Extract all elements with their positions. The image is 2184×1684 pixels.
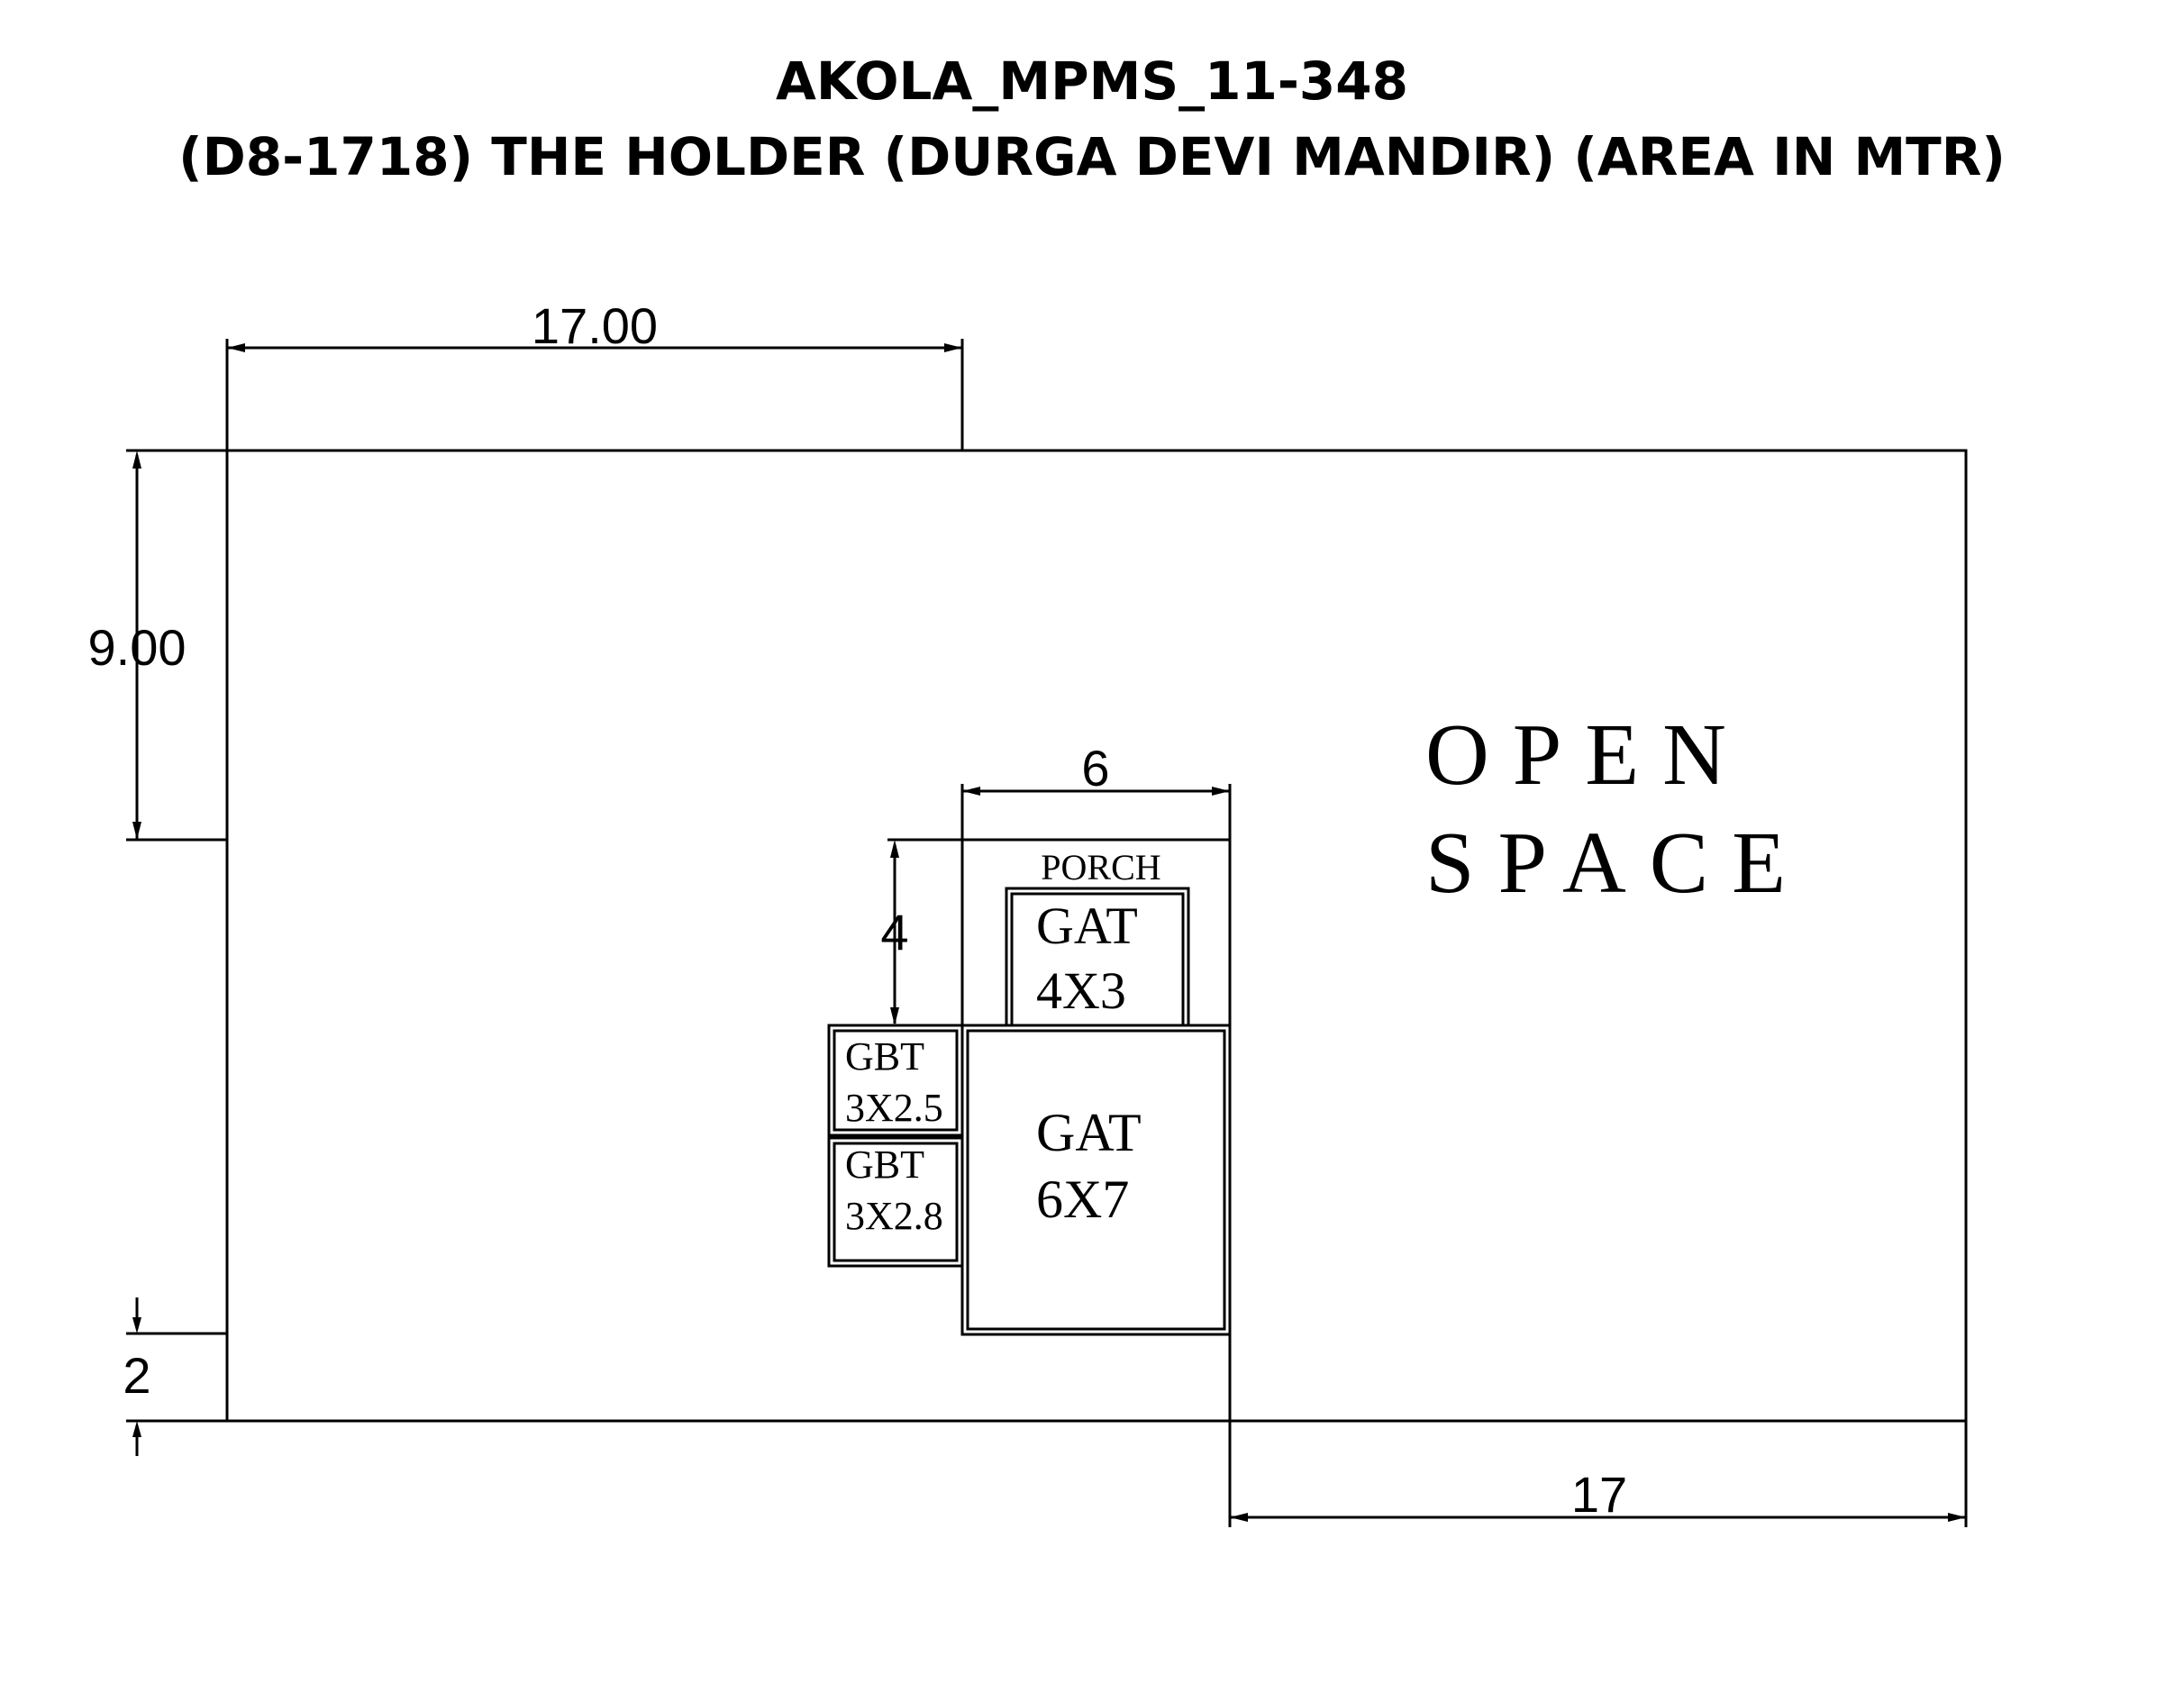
bottom-dim-arrow-left [1230,1513,1248,1522]
porch-depth-arrow-bottom [890,1007,899,1025]
gbt-lower-size: 3X2.8 [845,1194,943,1238]
gbt-lower-name: GBT [845,1142,924,1187]
bottom-dim-arrow-right [1948,1513,1966,1522]
gat-small-size: 4X3 [1036,961,1126,1020]
porch-width-label: 6 [1081,740,1109,796]
top-dim-arrow-right [944,343,962,352]
porch-label: PORCH [1041,847,1160,888]
small-dim-arrowhead-bottom [132,1421,141,1437]
title-line-2: (D8-1718) THE HOLDER (DURGA DEVI MANDIR)… [178,126,2006,187]
gbt-lower-outer [827,1136,964,1268]
gbt-upper-inner [833,1029,959,1132]
gbt-upper-name: GBT [845,1034,924,1079]
gat-large-size: 6X7 [1036,1170,1129,1229]
bottom-width-label: 17 [1571,1466,1627,1523]
porch-width-arrow-right [1212,787,1230,796]
left-dim-arrow-bottom [132,822,141,840]
title-line-1: AKOLA_MPMS_11-348 [776,50,1408,112]
bottom-offset-label: 2 [123,1347,150,1404]
gbt-upper-size: 3X2.5 [845,1086,943,1130]
gbt-upper-outer [827,1024,964,1137]
porch-width-arrow-left [962,787,980,796]
porch-depth-label: 4 [880,904,908,960]
open-space-line-1: OPEN [1425,706,1750,804]
open-space-line-2: SPACE [1425,815,1809,912]
left-height-label: 9.00 [88,619,187,676]
gat-small-name: GAT [1036,897,1138,955]
gat-large-inner [966,1029,1226,1331]
top-dim-arrow-left [227,343,245,352]
drawing-title: AKOLA_MPMS_11-348 (D8-1718) THE HOLDER (… [0,43,2184,195]
left-dim-arrow-top [132,451,141,469]
top-width-label: 17.00 [532,297,658,354]
gat-large-name: GAT [1036,1103,1142,1162]
small-dim-arrowhead-top [132,1317,141,1334]
porch-depth-arrow-top [890,840,899,858]
gbt-lower-inner [833,1142,959,1262]
